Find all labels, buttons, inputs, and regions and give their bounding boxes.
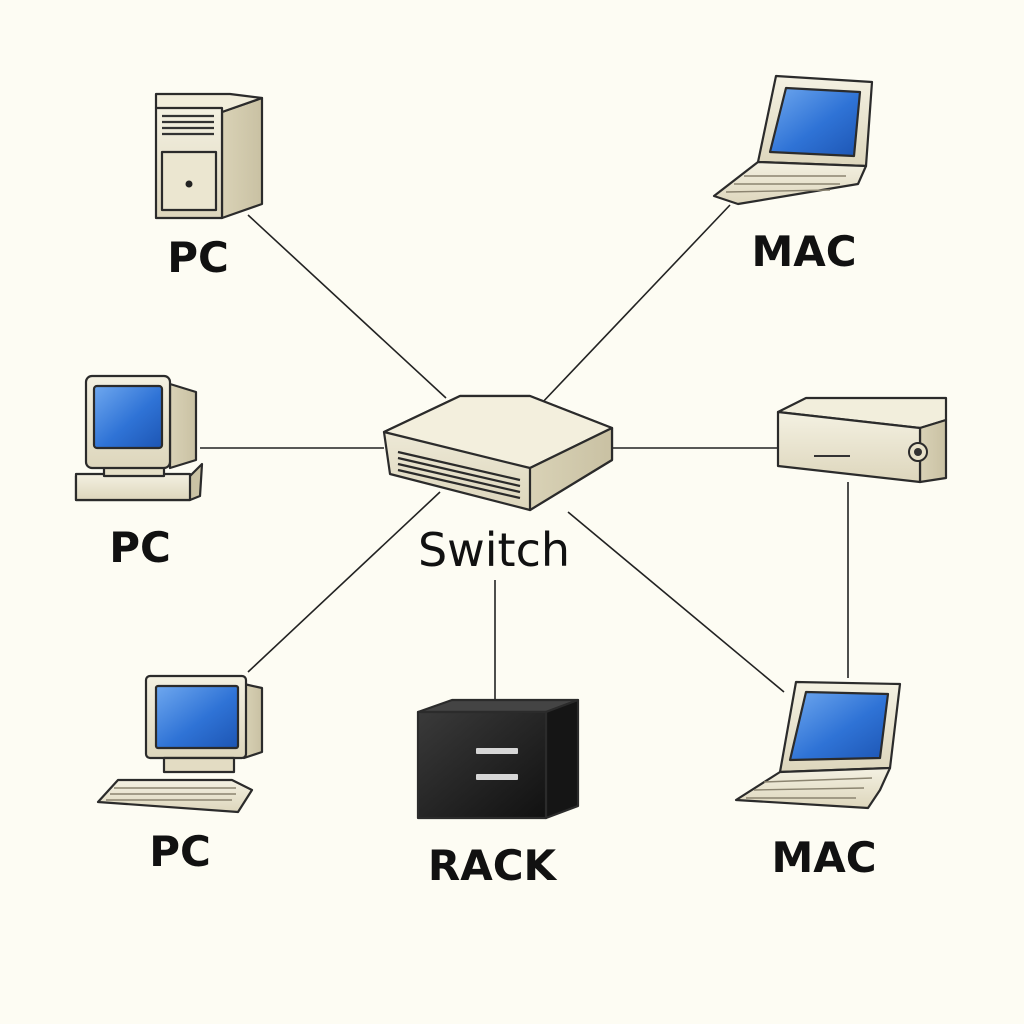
node-label-pc-bottom: PC: [149, 827, 211, 876]
link-switch-mac-top: [539, 204, 731, 406]
node-label-mac-bottom: MAC: [771, 833, 876, 882]
tower-pc-icon: [154, 92, 264, 220]
connection-lines: [200, 204, 849, 700]
hub-label-switch: Switch: [418, 523, 570, 577]
link-switch-mac-bottom: [567, 511, 785, 693]
network-switch-icon: [382, 394, 614, 512]
crt-desktop-icon: [74, 374, 204, 502]
laptop-icon-mac-bottom: [734, 680, 902, 810]
node-label-pc-crt: PC: [109, 523, 171, 572]
laptop-icon-mac-top: [712, 74, 874, 206]
node-label-rack: RACK: [428, 841, 558, 890]
server-rack-icon: [416, 698, 580, 820]
link-switch-pc-bottom: [247, 491, 441, 673]
link-switch-pc-tower: [247, 214, 447, 399]
node-label-mac-top: MAC: [751, 227, 856, 276]
storage-box-icon: [776, 396, 948, 484]
desktop-with-keyboard-icon: [96, 674, 264, 814]
node-label-pc-tower: PC: [167, 233, 229, 282]
